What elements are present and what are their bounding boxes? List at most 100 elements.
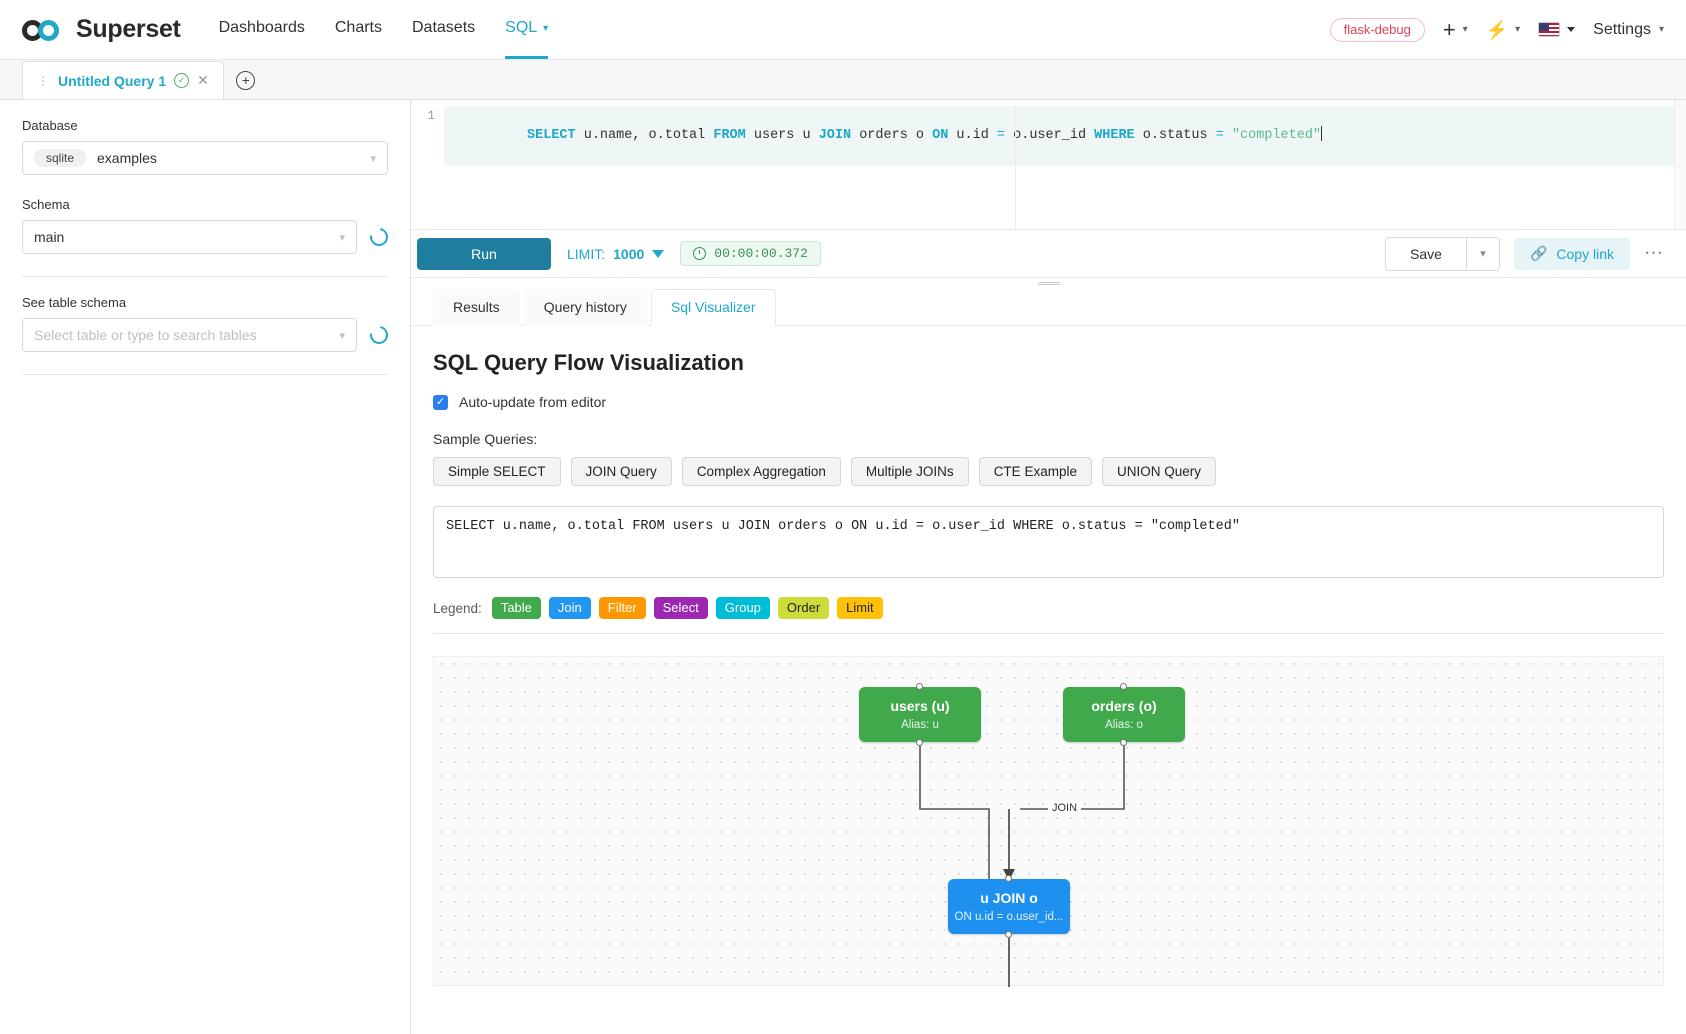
plus-icon: + — [1442, 16, 1456, 42]
refresh-schema-icon[interactable] — [366, 224, 392, 250]
caret-down-icon — [1567, 27, 1576, 32]
legend-tag-order: Order — [777, 597, 830, 619]
brand-name: Superset — [76, 15, 181, 43]
legend-tag-group: Group — [715, 597, 770, 619]
add-query-tab-button[interactable]: + — [224, 61, 268, 99]
plus-circle-icon: + — [236, 70, 256, 90]
schema-field-group: Schema main ▾ — [22, 197, 392, 254]
nav-item-charts[interactable]: Charts — [335, 0, 382, 59]
database-label: Database — [22, 118, 78, 133]
editor-code-area[interactable]: SELECT u.name, o.total FROM users u JOIN… — [444, 106, 1686, 229]
sample-queries-row: Simple SELECT JOIN Query Complex Aggrega… — [433, 457, 1664, 486]
legend: Legend: Table Join Filter Select Group O… — [433, 597, 1664, 634]
node-port-bottom — [915, 739, 923, 746]
close-icon[interactable]: ✕ — [197, 72, 209, 88]
save-button-group: Save ▾ — [1385, 236, 1500, 271]
nav-item-dashboards[interactable]: Dashboards — [219, 0, 305, 59]
nav-label-dashboards: Dashboards — [218, 19, 305, 36]
database-engine-badge: sqlite — [34, 149, 87, 167]
flow-edges — [919, 742, 1125, 987]
schema-select[interactable]: main ▾ — [22, 220, 357, 254]
node-port-bottom — [1004, 931, 1012, 938]
edge-label-join: JOIN — [1048, 801, 1082, 815]
us-flag-icon — [1538, 22, 1561, 37]
link-icon: 🔗 — [1529, 245, 1548, 261]
nav-label-sql: SQL — [505, 19, 538, 36]
flow-node-subtitle: Alias: u — [901, 719, 939, 731]
legend-tag-limit: Limit — [837, 597, 883, 619]
success-check-icon: ✓ — [174, 73, 190, 88]
tab-sql-visualizer[interactable]: Sql Visualizer — [650, 289, 776, 326]
auto-update-label: Auto-update from editor — [459, 394, 607, 410]
flow-node-users[interactable]: users (u) Alias: u — [859, 683, 981, 746]
left-query-panel: Database sqlite examples ▾ Schema main ▾… — [0, 100, 411, 1034]
run-button[interactable]: Run — [417, 237, 551, 270]
auto-update-checkbox[interactable]: ✓ — [433, 394, 448, 410]
sql-visualizer-pane: SQL Query Flow Visualization ✓ Auto-upda… — [411, 326, 1686, 1034]
node-port-bottom — [1119, 739, 1127, 746]
database-select[interactable]: sqlite examples ▾ — [22, 141, 388, 175]
more-options-icon[interactable]: ⋯ — [1644, 243, 1664, 264]
chevron-down-icon: ▾ — [339, 231, 345, 244]
sample-queries-label: Sample Queries: — [433, 431, 538, 447]
chevron-down-icon: ▾ — [1658, 24, 1664, 35]
sample-query-complex-aggregation[interactable]: Complex Aggregation — [681, 457, 841, 486]
nav-item-sql[interactable]: SQL ▾ — [505, 0, 549, 59]
superset-logo-icon — [22, 17, 66, 43]
timer-value: 00:00:00.372 — [714, 246, 808, 261]
panel-resize-handle[interactable] — [411, 278, 1686, 288]
query-tab-untitled-query-1[interactable]: ⋮ Untitled Query 1 ✓ ✕ — [22, 61, 224, 99]
query-timer: 00:00:00.372 — [680, 241, 821, 266]
top-navbar: Superset Dashboards Charts Datasets SQL … — [0, 0, 1686, 60]
flow-node-join[interactable]: u JOIN o ON u.id = o.user_id... — [948, 875, 1070, 938]
sql-editor[interactable]: 1 SELECT u.name, o.total FROM users u JO… — [411, 100, 1686, 230]
chevron-down-icon: ▾ — [1462, 24, 1468, 35]
sample-query-multiple-joins[interactable]: Multiple JOINs — [850, 457, 969, 486]
flow-node-subtitle: ON u.id = o.user_id... — [954, 911, 1064, 923]
see-table-schema-label: See table schema — [22, 295, 127, 310]
nav-item-datasets[interactable]: Datasets — [412, 0, 475, 59]
bolt-menu-button[interactable]: ⚡ ▾ — [1486, 21, 1520, 39]
copy-link-label: Copy link — [1556, 245, 1614, 262]
query-tab-label: Untitled Query 1 — [58, 72, 167, 89]
tab-query-history[interactable]: Query history — [523, 289, 647, 326]
editor-code-line: SELECT u.name, o.total FROM users u JOIN… — [444, 106, 1686, 166]
limit-dropdown[interactable]: LIMIT: 1000 — [567, 245, 665, 262]
new-item-button[interactable]: + ▾ — [1442, 16, 1468, 42]
copy-link-button[interactable]: 🔗 Copy link — [1513, 237, 1630, 270]
language-picker[interactable] — [1538, 22, 1576, 37]
flow-canvas[interactable]: JOIN users (u) Alias: u orders (o) Alias… — [433, 656, 1664, 987]
flow-node-title: users (u) — [890, 698, 950, 714]
lightning-bolt-icon: ⚡ — [1485, 19, 1509, 40]
settings-label: Settings — [1593, 20, 1651, 38]
settings-menu[interactable]: Settings ▾ — [1593, 21, 1664, 39]
sample-query-cte-example[interactable]: CTE Example — [978, 457, 1092, 486]
sample-query-union-query[interactable]: UNION Query — [1101, 457, 1216, 486]
editor-scrollbar[interactable] — [1674, 100, 1686, 229]
schema-label: Schema — [22, 197, 70, 212]
chevron-down-icon: ▾ — [543, 22, 549, 34]
save-dropdown-caret[interactable]: ▾ — [1465, 237, 1499, 270]
sample-query-simple-select[interactable]: Simple SELECT — [433, 457, 561, 486]
chevron-down-icon: ▾ — [370, 152, 376, 165]
database-value: examples — [97, 150, 157, 166]
primary-nav: Dashboards Charts Datasets SQL ▾ — [219, 0, 549, 59]
flow-node-orders[interactable]: orders (o) Alias: o — [1063, 683, 1185, 746]
flow-node-title: orders (o) — [1091, 698, 1157, 714]
save-button[interactable]: Save — [1386, 237, 1466, 270]
brand-logo-area[interactable]: Superset — [22, 15, 181, 44]
refresh-tables-icon[interactable] — [366, 322, 392, 348]
drag-dots-icon[interactable]: ⋮ — [37, 73, 50, 88]
legend-tag-join: Join — [548, 597, 591, 619]
tab-results[interactable]: Results — [433, 289, 520, 326]
page-title: SQL Query Flow Visualization — [433, 350, 744, 375]
table-select[interactable]: Select table or type to search tables ▾ — [22, 318, 357, 352]
auto-update-row[interactable]: ✓ Auto-update from editor — [433, 394, 1664, 410]
sample-query-join-query[interactable]: JOIN Query — [570, 457, 672, 486]
panel-divider — [22, 276, 388, 277]
limit-value: 1000 — [613, 245, 645, 262]
right-editor-panel: 1 SELECT u.name, o.total FROM users u JO… — [411, 100, 1686, 1034]
sql-input-textarea[interactable] — [433, 506, 1664, 578]
editor-vertical-rule — [1015, 106, 1016, 229]
nav-right-cluster: flask-debug + ▾ ⚡ ▾ Settings ▾ — [1329, 16, 1664, 42]
